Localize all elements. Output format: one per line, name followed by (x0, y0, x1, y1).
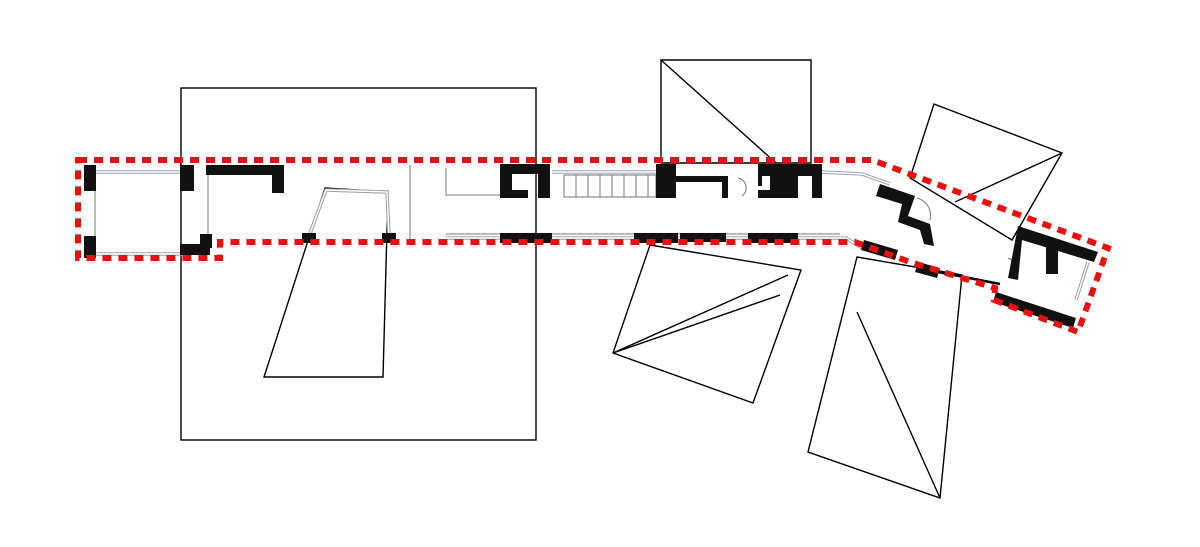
lower-wing-roof-outline (612, 244, 802, 404)
glazing (90, 170, 1090, 301)
lower-right-roof-outline (807, 256, 963, 499)
central-courtyard-outline (263, 187, 389, 378)
wall-segment (84, 165, 96, 191)
wall-segment (1046, 246, 1058, 274)
bath-core-wall (758, 164, 822, 198)
wall-segment (180, 165, 194, 191)
project-boundary (75, 157, 1112, 336)
right-wing-roof-ridge (954, 152, 1063, 203)
wall-segment (634, 233, 678, 243)
wall-segment (500, 233, 552, 243)
wet-room-wall (676, 176, 728, 198)
wall-segment (680, 233, 726, 242)
roof-outlines (180, 59, 1064, 499)
stair-outline (563, 174, 657, 198)
upper-roof-diagonal (660, 59, 777, 164)
central-roof-outline (180, 87, 537, 441)
service-core-wall (500, 164, 550, 198)
right-wing-roof-outline (909, 103, 1064, 241)
wall-segment (382, 233, 396, 243)
wall-segment (993, 292, 1076, 328)
glazing-inner (821, 171, 891, 185)
wall-segment (748, 233, 798, 243)
lower-wing-roof-ridge-1 (612, 274, 789, 354)
entry-lobby-line (445, 168, 500, 196)
wall-segment (200, 234, 212, 248)
lower-wing-roof-ridge-2 (612, 294, 781, 354)
walls (84, 164, 1098, 328)
staircase (563, 174, 657, 198)
wall-segment (656, 164, 676, 198)
upper-roof-outline (660, 59, 812, 164)
door-swing-arc (737, 177, 747, 197)
wall-segment (302, 233, 316, 243)
lower-right-roof-ridge (856, 311, 941, 499)
wall-segment (180, 244, 210, 255)
glazing-inner (1075, 261, 1089, 301)
wall-segment (206, 165, 284, 175)
glazing-inner (308, 189, 390, 237)
end-room-wall (1008, 226, 1098, 280)
hinge-core-wall (876, 184, 934, 246)
courtyard-glazing (307, 188, 391, 237)
wall-segment (272, 165, 284, 193)
door-swing-arc (916, 197, 932, 221)
wall-segment (84, 236, 96, 258)
